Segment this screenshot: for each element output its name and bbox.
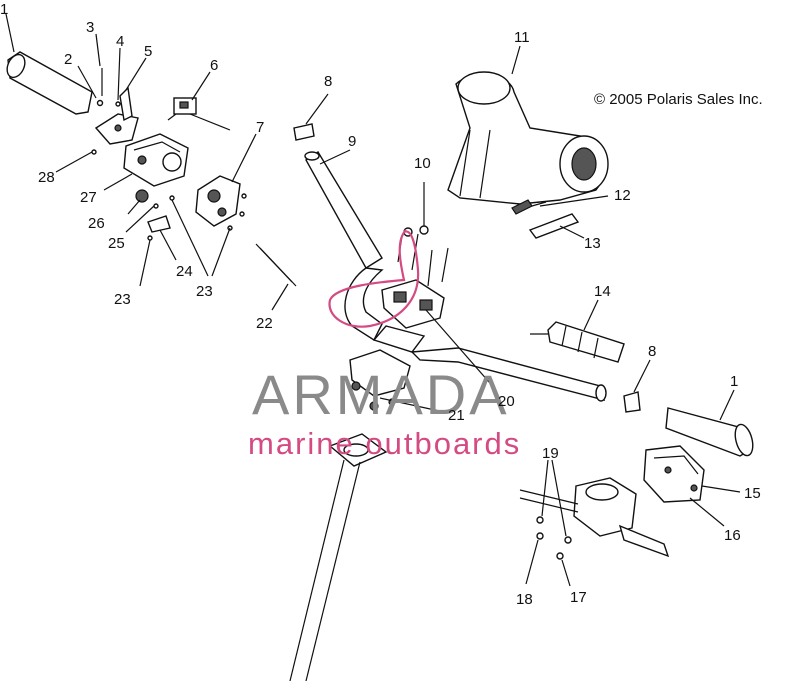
callout-14: 14 (594, 283, 611, 300)
callout-27: 27 (80, 189, 97, 206)
left-grip (6, 51, 93, 115)
callout-19: 19 (542, 445, 559, 462)
callout-24: 24 (176, 263, 193, 280)
screw-23a (147, 235, 153, 241)
handlebar-pad-11 (447, 71, 609, 205)
clamp-20 (381, 279, 445, 329)
callout-8-top: 8 (324, 73, 332, 90)
screw-18 (536, 532, 544, 540)
watermark-brand: ARMADA (252, 363, 510, 426)
throttle-lever (94, 86, 139, 145)
callout-5: 5 (144, 43, 152, 60)
callout-25: 25 (108, 235, 125, 252)
switch-assembly-7 (195, 175, 247, 231)
screw-23b (169, 195, 175, 201)
bushing-8-right (623, 391, 641, 413)
screw-19a (536, 516, 544, 524)
throttle-housing (123, 133, 189, 187)
callout-6: 6 (210, 57, 218, 74)
callout-4: 4 (116, 33, 124, 50)
callout-28: 28 (38, 169, 55, 186)
callout-16: 16 (724, 527, 741, 544)
callout-2: 2 (64, 51, 72, 68)
callout-15: 15 (744, 485, 761, 502)
callout-10: 10 (414, 155, 431, 172)
callout-3: 3 (86, 19, 94, 36)
lower-clamp-21 (349, 349, 411, 411)
nut-2 (96, 99, 104, 107)
cover-24 (147, 215, 171, 233)
steering-post (289, 433, 388, 681)
callout-22: 22 (256, 315, 273, 332)
grip-14 (530, 321, 625, 363)
callout-26: 26 (88, 215, 105, 232)
callout-18: 18 (516, 591, 533, 608)
callout-23-right: 23 (196, 283, 213, 300)
washer-4 (115, 101, 121, 107)
callout-21: 21 (448, 407, 465, 424)
brake-master-cylinder (519, 477, 670, 558)
clip-12 (511, 199, 547, 215)
callout-17: 17 (570, 589, 587, 606)
watermark-tagline: marine outboards (248, 426, 521, 461)
callout-9: 9 (348, 133, 356, 150)
bolts-10 (397, 225, 449, 287)
copyright-text: © 2005 Polaris Sales Inc. (594, 91, 763, 108)
connector-6 (167, 97, 231, 131)
clip-13 (528, 213, 580, 239)
screw-28 (91, 149, 97, 155)
right-grip (665, 407, 754, 457)
callout-23-left: 23 (114, 291, 131, 308)
screw-17 (556, 552, 564, 560)
brake-cover-15 (643, 445, 705, 503)
highlight-swirl (328, 229, 420, 328)
knob-26 (135, 189, 149, 203)
callout-7: 7 (256, 119, 264, 136)
callout-1-left: 1 (0, 1, 8, 18)
screw-19b (564, 536, 572, 544)
callout-12: 12 (614, 187, 631, 204)
bushing-8-top (293, 123, 315, 141)
callout-13: 13 (584, 235, 601, 252)
callout-20: 20 (498, 393, 515, 410)
leader-lines (5, 13, 741, 587)
screw-25 (153, 203, 159, 209)
callout-1-right: 1 (730, 373, 738, 390)
callout-8-right: 8 (648, 343, 656, 360)
callout-11: 11 (514, 29, 530, 46)
